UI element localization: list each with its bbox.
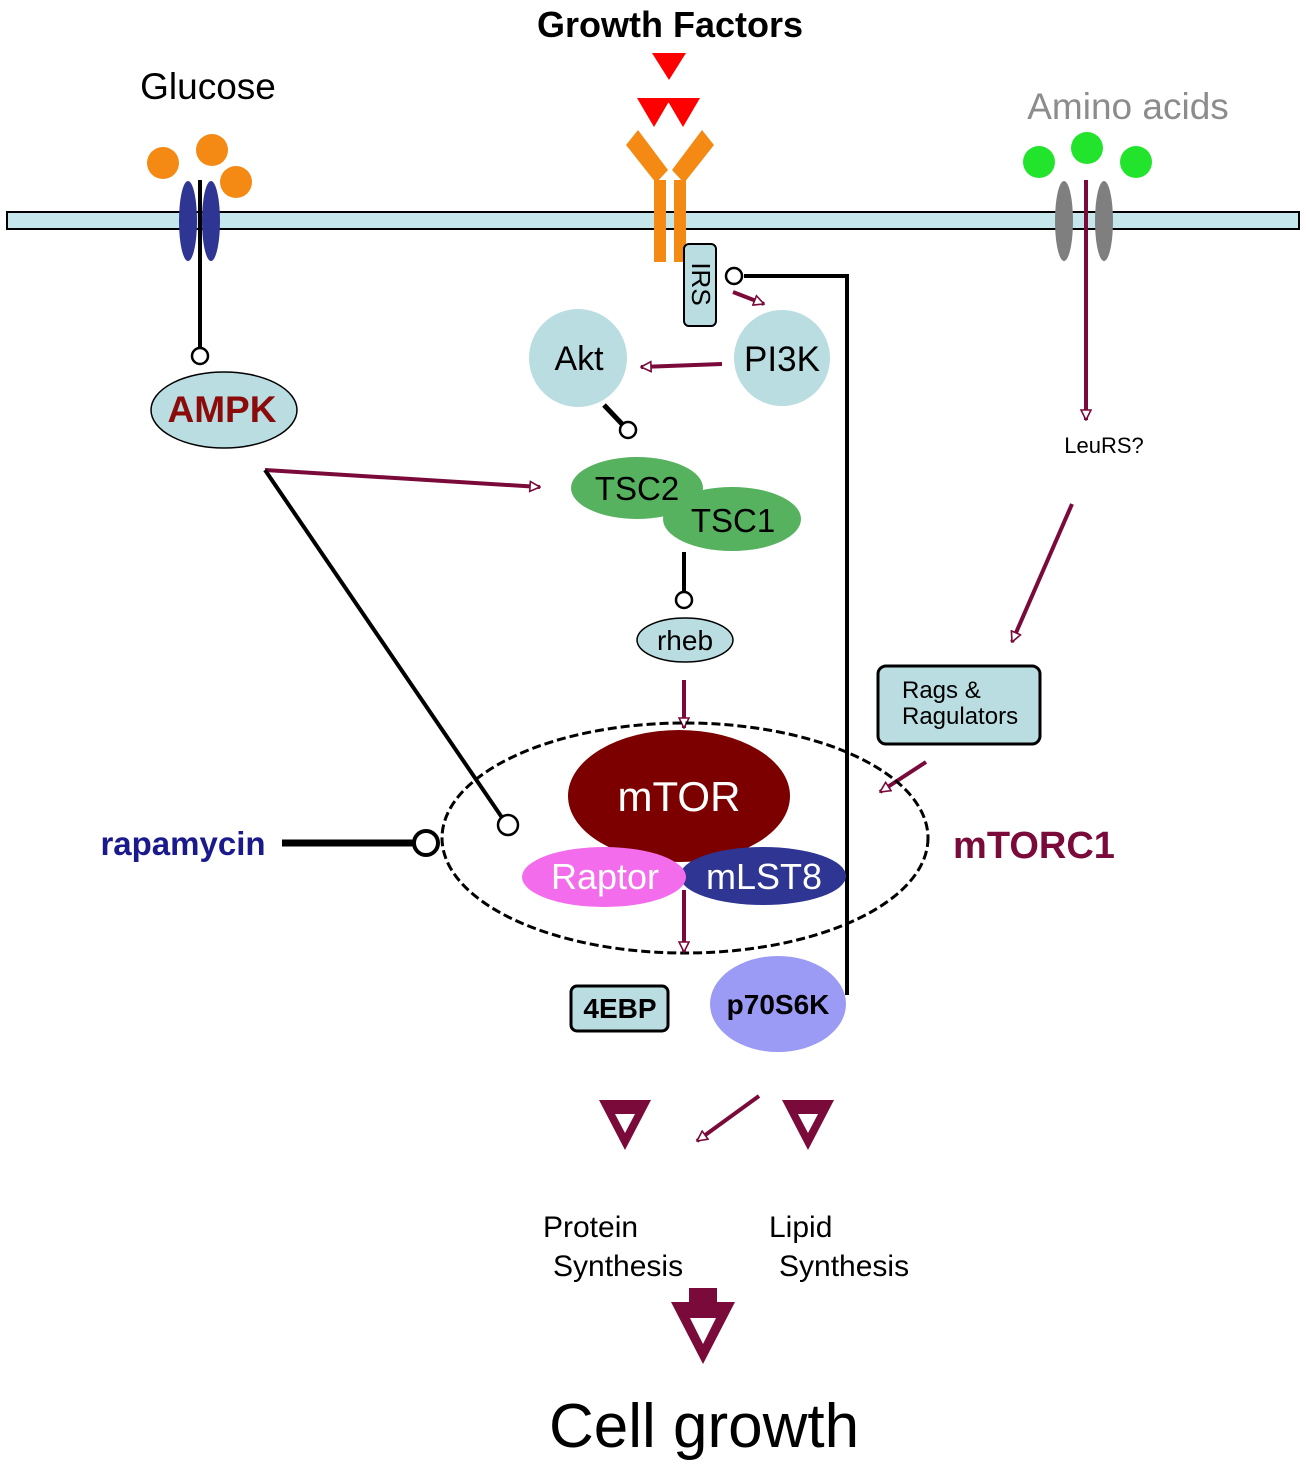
akt-inhibits-tsc-line bbox=[602, 403, 624, 426]
lipid-synthesis-thick-arrow bbox=[782, 1100, 834, 1150]
glucose-molecule bbox=[196, 134, 228, 166]
ampk-label: AMPK bbox=[168, 389, 277, 430]
lipid-synthesis-line2: Synthesis bbox=[779, 1250, 909, 1283]
amino-acid-molecule bbox=[1071, 132, 1103, 164]
cell-growth-thick-arrow bbox=[671, 1288, 735, 1364]
inhibit-end-cap bbox=[412, 829, 440, 857]
inhibit-end-cap bbox=[674, 590, 694, 610]
mlst8-label: mLST8 bbox=[706, 856, 822, 897]
growth-factors-label: Growth Factors bbox=[537, 4, 803, 45]
glucose-transporter bbox=[179, 181, 197, 261]
rags-label-line1: Rags & bbox=[902, 677, 981, 704]
p70s6k-node bbox=[710, 956, 846, 1052]
pi3k-label: PI3K bbox=[744, 340, 820, 379]
growth-factor-ligand bbox=[652, 53, 686, 80]
growth-factor-ligand bbox=[666, 98, 700, 127]
amino-acid-transporter bbox=[1095, 181, 1113, 261]
ampk-activates-tsc2-arrow bbox=[264, 468, 540, 487]
inhibit-end-cap bbox=[724, 266, 744, 286]
protein-synthesis-thick-arrow bbox=[599, 1100, 651, 1150]
amino-acid-molecule bbox=[1023, 146, 1055, 178]
mlst8-node bbox=[680, 847, 846, 905]
growth-factor-ligand bbox=[637, 98, 671, 127]
lipid-synthesis-line1: Lipid bbox=[769, 1211, 832, 1244]
pi3k-node bbox=[734, 310, 830, 406]
four-ebp-node bbox=[569, 984, 670, 1033]
inhibit-end-cap bbox=[190, 346, 210, 366]
leurs-to-rags-arrow bbox=[1010, 503, 1074, 642]
cell-membrane bbox=[6, 211, 1300, 230]
pi3k-activates-akt-arrow bbox=[641, 364, 723, 367]
rapamycin-label: rapamycin bbox=[100, 825, 265, 862]
raptor-node bbox=[522, 847, 686, 907]
protein-synthesis-line2: Synthesis bbox=[553, 1250, 683, 1283]
inhibit-end-cap bbox=[618, 420, 638, 440]
mtorc1-label: mTORC1 bbox=[953, 825, 1115, 867]
akt-label: Akt bbox=[554, 340, 604, 378]
mtorc1-complex-boundary bbox=[440, 721, 930, 955]
p70s6k-to-protein-synthesis-arrow bbox=[697, 1094, 761, 1143]
four-ebp-label: 4EBP bbox=[583, 993, 656, 1024]
raptor-label: Raptor bbox=[551, 856, 659, 897]
inhibit-end-cap bbox=[496, 813, 520, 837]
tsc2-label: TSC2 bbox=[595, 470, 679, 507]
glucose-label: Glucose bbox=[140, 66, 276, 107]
mtor-node bbox=[568, 730, 790, 862]
ampk-node bbox=[150, 371, 298, 449]
amino-acid-transporter bbox=[1055, 181, 1073, 261]
growth-factor-receptor bbox=[626, 130, 714, 262]
irs-activates-pi3k-arrow bbox=[732, 290, 764, 304]
cell-growth-label: Cell growth bbox=[549, 1392, 859, 1461]
rags-activates-mtorc1-arrow bbox=[880, 760, 928, 794]
rheb-node bbox=[636, 617, 734, 663]
tsc2-node bbox=[571, 457, 703, 519]
p70s6k-label: p70S6K bbox=[727, 989, 830, 1020]
tsc1-node bbox=[663, 487, 801, 551]
p70s6k-inhibits-irs-feedback-line bbox=[744, 274, 849, 995]
rheb-label: rheb bbox=[657, 625, 713, 656]
irs-label: IRS bbox=[686, 262, 716, 305]
rags-label-line2: Ragulators bbox=[902, 703, 1018, 730]
leurs-label: LeuRS? bbox=[1064, 433, 1144, 458]
ampk-inhibits-mtorc1-line bbox=[263, 468, 505, 821]
glucose-transporter bbox=[202, 181, 220, 261]
protein-synthesis-line1: Protein bbox=[543, 1211, 638, 1244]
tsc1-label: TSC1 bbox=[691, 502, 775, 539]
amino-acids-label: Amino acids bbox=[1027, 86, 1229, 127]
rags-ragulators-node bbox=[876, 664, 1042, 746]
amino-acid-molecule bbox=[1120, 146, 1152, 178]
glucose-molecule bbox=[147, 147, 179, 179]
akt-node bbox=[529, 309, 627, 407]
irs-node bbox=[683, 243, 717, 327]
glucose-molecule bbox=[220, 166, 252, 198]
mtor-label: mTOR bbox=[618, 773, 741, 820]
